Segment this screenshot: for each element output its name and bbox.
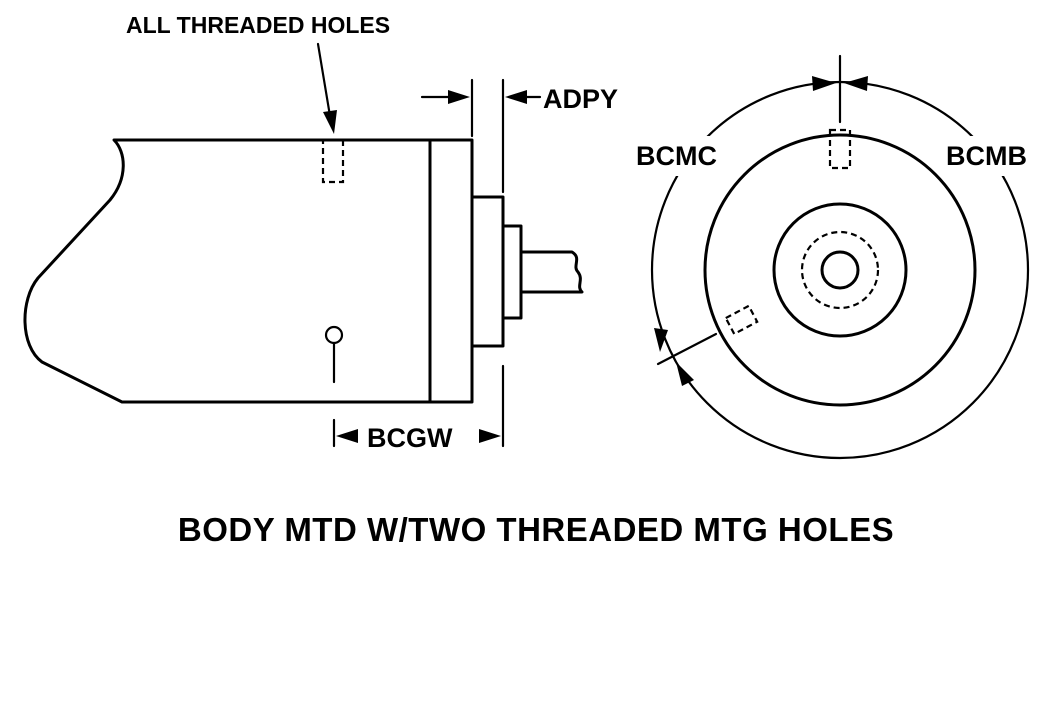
bcmc-arrow-bottom	[654, 328, 668, 352]
shaft-circle	[820, 250, 860, 290]
shaft	[519, 250, 584, 294]
side-view	[23, 138, 584, 404]
adpy-label: ADPY	[543, 84, 618, 114]
threaded-hole-circle	[324, 325, 344, 345]
adpy-dimension	[420, 78, 542, 194]
hub-hidden-circle	[800, 230, 880, 310]
body-outline	[23, 138, 474, 404]
mounting-face-circle	[703, 133, 977, 407]
bcgw-label: BCGW	[367, 423, 453, 453]
note-label: ALL THREADED HOLES	[126, 12, 390, 38]
pilot-boss	[470, 195, 505, 348]
bcmb-arrow	[844, 76, 868, 91]
bcgw-dimension	[332, 364, 505, 448]
bcmc-label: BCMC	[636, 141, 717, 171]
front-view	[650, 54, 1030, 460]
front-threaded-hole-angled	[724, 304, 759, 336]
note-leader	[316, 42, 337, 134]
caption: BODY MTD W/TWO THREADED MTG HOLES	[178, 511, 894, 548]
bcmc-arrow-top	[812, 76, 836, 91]
bcmb-arrow-bottom	[676, 362, 694, 386]
threaded-hole-hidden	[321, 138, 345, 184]
bcmb-label: BCMB	[946, 141, 1027, 171]
front-threaded-hole-top	[828, 128, 852, 170]
pilot-circle	[772, 202, 908, 338]
hub	[501, 224, 523, 320]
